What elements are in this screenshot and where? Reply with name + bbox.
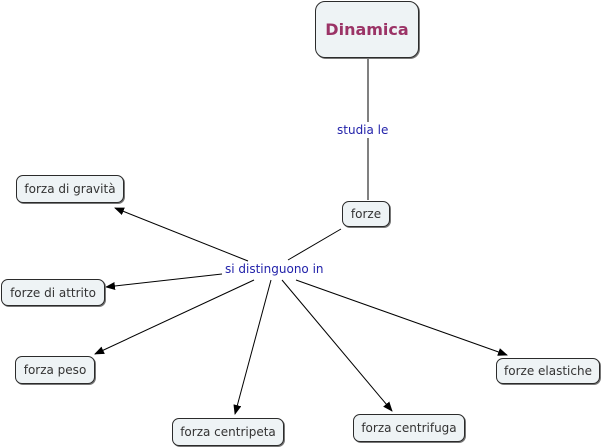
concept-forze-elastiche[interactable]: forze elastiche — [496, 358, 600, 384]
arrow-to-gravita — [114, 207, 249, 262]
link-label-si-distinguono-in[interactable]: si distinguono in — [223, 262, 326, 276]
concept-forze-di-attrito[interactable]: forze di attrito — [1, 279, 105, 306]
arrow-to-centripeta — [233, 279, 272, 415]
concept-forze[interactable]: forze — [342, 201, 390, 227]
link-label-studia-le[interactable]: studia le — [335, 123, 391, 137]
line-forze-to-distinguono — [287, 228, 342, 261]
arrow-to-attrito — [105, 273, 223, 290]
concept-forza-centrifuga[interactable]: forza centrifuga — [353, 414, 465, 442]
concept-dinamica[interactable]: Dinamica — [315, 1, 419, 58]
concept-forza-centripeta[interactable]: forza centripeta — [172, 418, 284, 446]
concept-forza-peso[interactable]: forza peso — [15, 356, 95, 384]
arrow-to-elastiche — [295, 279, 508, 356]
arrow-to-centrifuga — [281, 279, 393, 412]
arrow-to-peso — [94, 279, 255, 355]
concept-forza-di-gravita[interactable]: forza di gravità — [16, 175, 124, 203]
